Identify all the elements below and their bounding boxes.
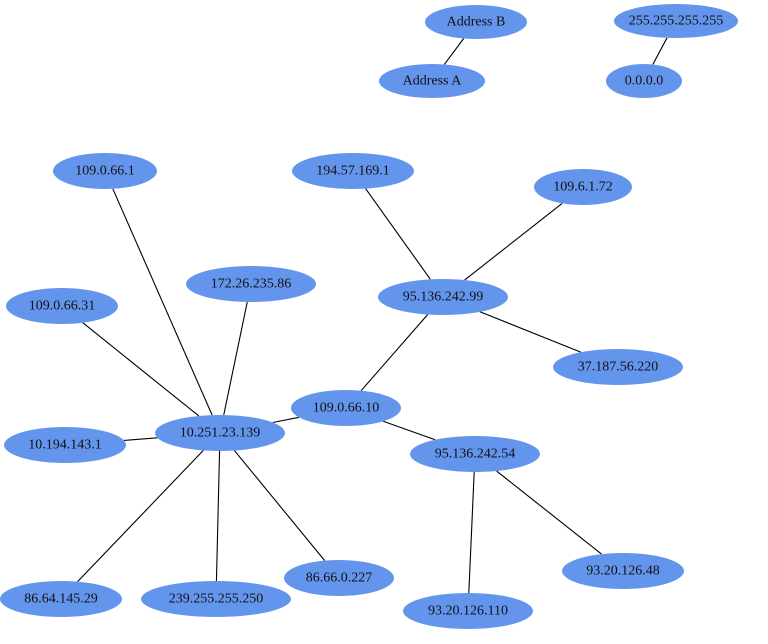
node-ellipse[interactable] xyxy=(53,153,157,189)
node-ellipse[interactable] xyxy=(606,64,682,98)
node-ellipse[interactable] xyxy=(291,390,401,426)
node-n11[interactable]: 95.136.242.54 xyxy=(410,436,540,472)
node-ellipse[interactable] xyxy=(155,415,285,451)
node-addr_a[interactable]: Address A xyxy=(379,64,485,98)
edge-n9-n13 xyxy=(233,450,326,561)
node-n5[interactable]: 95.136.242.99 xyxy=(378,279,508,315)
node-label: 172.26.235.86 xyxy=(211,277,292,292)
node-label: 194.57.169.1 xyxy=(316,164,390,179)
node-label: Address A xyxy=(403,74,463,89)
node-n6[interactable]: 109.0.66.31 xyxy=(6,288,118,324)
edge-layer xyxy=(77,37,668,594)
node-label: 10.194.143.1 xyxy=(28,438,102,453)
node-bcast[interactable]: 255.255.255.255 xyxy=(614,4,738,38)
edge-n9-n8 xyxy=(272,416,300,424)
node-n9[interactable]: 10.251.23.139 xyxy=(155,415,285,451)
node-ellipse[interactable] xyxy=(379,64,485,98)
node-ellipse[interactable] xyxy=(4,427,126,463)
node-ellipse[interactable] xyxy=(292,153,414,189)
edge-addr_b-addr_a xyxy=(443,38,465,65)
node-ellipse[interactable] xyxy=(378,279,508,315)
edge-n5-n7 xyxy=(479,311,582,353)
node-n7[interactable]: 37.187.56.220 xyxy=(553,349,683,385)
node-ellipse[interactable] xyxy=(425,5,527,39)
edge-n11-n12 xyxy=(496,470,603,555)
node-n1[interactable]: 109.0.66.1 xyxy=(53,153,157,189)
edge-bcast-zero xyxy=(652,37,668,65)
node-label: 109.0.66.31 xyxy=(29,299,96,314)
node-addr_b[interactable]: Address B xyxy=(425,5,527,39)
edge-n3-n5 xyxy=(464,202,563,281)
node-n14[interactable]: 86.64.145.29 xyxy=(0,581,122,617)
node-label: 95.136.242.99 xyxy=(403,290,484,305)
edge-n2-n5 xyxy=(365,188,431,280)
node-ellipse[interactable] xyxy=(6,288,118,324)
node-ellipse[interactable] xyxy=(553,349,683,385)
node-ellipse[interactable] xyxy=(284,560,394,596)
node-label: 109.0.66.10 xyxy=(313,401,380,416)
node-label: 93.20.126.48 xyxy=(586,564,660,579)
node-label: 10.251.23.139 xyxy=(180,426,261,441)
edge-n4-n9 xyxy=(223,301,248,416)
node-label: 255.255.255.255 xyxy=(629,14,724,29)
node-label: 239.255.255.250 xyxy=(169,592,264,607)
node-zero[interactable]: 0.0.0.0 xyxy=(606,64,682,98)
node-n4[interactable]: 172.26.235.86 xyxy=(186,266,316,302)
edge-n1-n9 xyxy=(112,188,213,416)
edge-n10-n9 xyxy=(123,437,158,441)
edge-n6-n9 xyxy=(82,322,200,417)
node-label: Address B xyxy=(447,15,506,30)
node-label: 109.6.1.72 xyxy=(553,180,613,195)
edge-n9-n14 xyxy=(77,450,204,583)
node-n16[interactable]: 93.20.126.110 xyxy=(403,593,533,629)
edge-n8-n11 xyxy=(383,420,436,441)
node-n3[interactable]: 109.6.1.72 xyxy=(534,169,632,205)
node-label: 109.0.66.1 xyxy=(75,164,135,179)
node-ellipse[interactable] xyxy=(403,593,533,629)
node-n2[interactable]: 194.57.169.1 xyxy=(292,153,414,189)
node-n8[interactable]: 109.0.66.10 xyxy=(291,390,401,426)
node-n15[interactable]: 239.255.255.250 xyxy=(141,581,291,617)
node-n13[interactable]: 86.66.0.227 xyxy=(284,560,394,596)
node-label: 86.64.145.29 xyxy=(24,592,98,607)
node-ellipse[interactable] xyxy=(0,581,122,617)
node-n12[interactable]: 93.20.126.48 xyxy=(562,553,684,589)
node-label: 0.0.0.0 xyxy=(625,74,664,89)
node-label: 86.66.0.227 xyxy=(306,571,373,586)
edge-n11-n16 xyxy=(468,471,475,594)
node-ellipse[interactable] xyxy=(534,169,632,205)
node-n10[interactable]: 10.194.143.1 xyxy=(4,427,126,463)
node-ellipse[interactable] xyxy=(410,436,540,472)
edge-n8-n5 xyxy=(360,314,429,392)
node-ellipse[interactable] xyxy=(141,581,291,617)
node-label: 95.136.242.54 xyxy=(435,447,516,462)
node-ellipse[interactable] xyxy=(614,4,738,38)
edge-n9-n15 xyxy=(215,450,221,582)
node-label: 93.20.126.110 xyxy=(428,604,508,619)
node-layer: Address B Address A 255.255.255.255 0.0.0.0… xyxy=(0,4,738,629)
node-ellipse[interactable] xyxy=(186,266,316,302)
node-label: 37.187.56.220 xyxy=(578,360,659,375)
node-ellipse[interactable] xyxy=(562,553,684,589)
